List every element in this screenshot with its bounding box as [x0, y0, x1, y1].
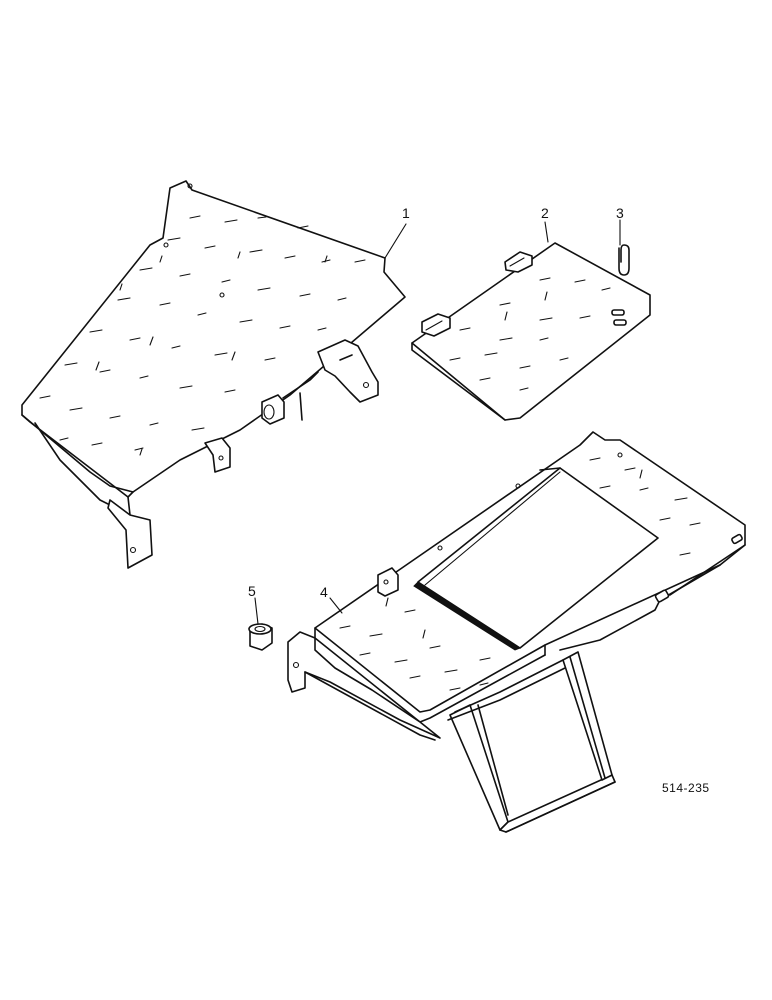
callout-part-1: 1 — [402, 205, 410, 221]
part-3-clip — [618, 244, 630, 276]
callout-part-4: 4 — [320, 584, 328, 600]
leader-lines — [254, 219, 621, 625]
callout-part-5: 5 — [248, 583, 256, 599]
hinge-icon — [504, 251, 533, 273]
hinge-icon — [421, 313, 451, 337]
part-4-step-platform — [287, 431, 746, 833]
part-2-small-tread-plate — [411, 242, 651, 421]
part-5-bushing — [248, 623, 273, 651]
callout-part-3: 3 — [616, 205, 624, 221]
part-1-large-tread-plate — [21, 180, 406, 569]
figure-reference: 514-235 — [662, 781, 710, 795]
callout-part-2: 2 — [541, 205, 549, 221]
